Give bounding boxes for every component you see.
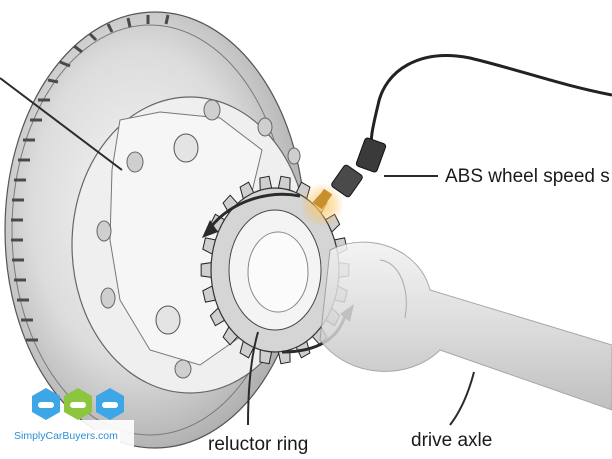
abs-sensor-label: ABS wheel speed s xyxy=(445,166,610,187)
watermark-text: SimplyCarBuyers.com xyxy=(12,430,120,442)
disc-vent-slots xyxy=(11,14,170,342)
hub-bolt-holes xyxy=(96,99,301,379)
reluctor-ring-label: reluctor ring xyxy=(208,434,309,455)
leader-lines xyxy=(0,77,475,426)
drive-axle xyxy=(319,241,612,411)
drive-axle-label: drive axle xyxy=(411,430,493,451)
reluctor-leader-line xyxy=(247,331,259,426)
reluctor-tooth xyxy=(200,262,212,278)
axle-leader-line xyxy=(449,371,475,426)
abs-sensor xyxy=(300,54,612,227)
disc-leader-line xyxy=(0,77,123,171)
